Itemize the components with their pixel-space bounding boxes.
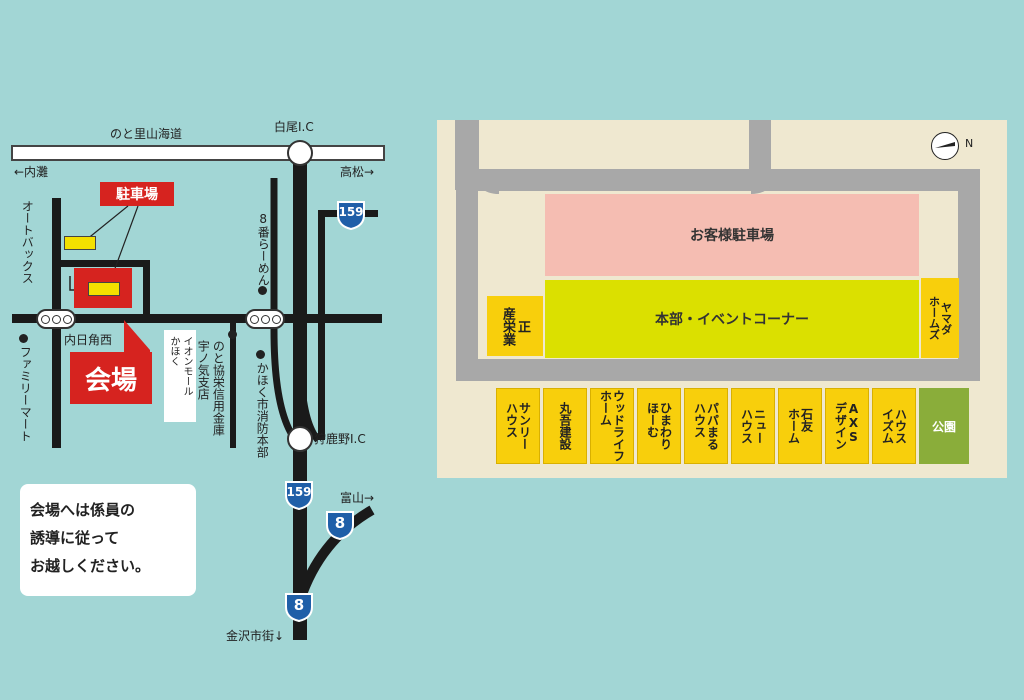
parking-badge: 駐車場 (100, 182, 174, 206)
booth-new-house-col-1: ニュー (752, 408, 767, 444)
toyama-direction-label: 富山→ (340, 491, 375, 505)
booth-sanei-col-2: 産栄業 (500, 306, 515, 346)
route-8-shield-south: 8 (283, 590, 315, 622)
booth-house-ism-col-2: イズム (880, 408, 895, 444)
booth-woodlife-col-2: ホーム (598, 390, 613, 426)
route-159-shield-north: 159 (335, 198, 367, 230)
booth-marugo-col-1: 丸吾建設 (558, 402, 572, 450)
customer-parking-area: お客様駐車場 (545, 194, 919, 276)
booth-axs-col-2: デザイン (833, 402, 848, 450)
booth-woodlife: ウッドライフホーム (590, 388, 634, 464)
booth-sanei-col-1: 正 (515, 319, 530, 333)
park-area: 公園 (919, 388, 969, 464)
compass-needle-icon (935, 142, 955, 148)
aeon-mall-line-2: かほく (168, 336, 179, 366)
east-direction-label: 高松→ (340, 165, 375, 179)
booth-himawari: ひまわりほーむ (637, 388, 681, 464)
compass-north-label: N (965, 137, 974, 150)
interchange-shiroo-label: 白尾I.C (274, 120, 314, 134)
interchange-shiroo-marker (287, 140, 313, 166)
landmark-family-mart: ファミリーマート (18, 346, 33, 442)
booth-sunly-col-2: ハウス (504, 402, 519, 438)
aeon-mall-line-1: イオンモール (181, 336, 192, 396)
landmark-bank-dot (228, 330, 237, 339)
guidance-notice: 会場へは係員の 誘導に従って お越しください。 (20, 484, 196, 596)
booth-yamada-col-1: ヤマダ (939, 301, 953, 335)
west-direction-label: ←内灘 (14, 165, 49, 179)
route-159-shield-south: 159 (283, 478, 315, 510)
venue-paths (455, 120, 980, 381)
booth-sekiyu-col-2: ホーム (786, 408, 801, 444)
interchange-karohano-marker (287, 426, 313, 452)
notice-line-1: 会場へは係員の (30, 501, 136, 519)
booth-house-ism-col-1: ハウス (893, 408, 908, 444)
booth-sunly: サンリーハウス (496, 388, 540, 464)
route-8-shield-east: 8 (324, 508, 356, 540)
notice-line-3: お越しください。 (30, 557, 151, 575)
booth-himawari-col-1: ひまわり (658, 402, 673, 450)
booth-house-ism: ハウスイズム (872, 388, 916, 464)
compass (931, 132, 959, 160)
booth-papamaru-col-1: パパまる (705, 402, 720, 450)
kanazawa-direction-label: 金沢市街↓ (226, 629, 285, 643)
landmark-auto-backs: オートバックス (20, 200, 35, 284)
traffic-signal-west (36, 309, 76, 329)
booth-sanei: 正 産栄業 (487, 296, 543, 356)
interchange-karohano-label: 狩鹿野I.C (314, 432, 366, 446)
booth-sekiyu: 石友ホーム (778, 388, 822, 464)
booth-himawari-col-2: ほーむ (645, 402, 660, 438)
bank-line-1: のと協栄信用金庫 (211, 340, 226, 436)
booth-new-house: ニューハウス (731, 388, 775, 464)
booth-woodlife-col-1: ウッドライフ (611, 390, 626, 462)
expressway-label: のと里山海道 (110, 127, 183, 141)
intersection-label: 内日角西 (64, 333, 113, 347)
landmark-family-mart-dot (19, 334, 28, 343)
landmark-bank: のと協栄信用金庫 宇ノ気支店 (196, 340, 226, 436)
bank-line-2: 宇ノ気支店 (196, 340, 211, 400)
notice-line-2: 誘導に従って (30, 529, 120, 547)
event-corner-area: 本部・イベントコーナー (545, 280, 919, 358)
booth-sekiyu-col-1: 石友 (799, 408, 814, 432)
booth-sunly-col-1: サンリー (517, 402, 532, 450)
venue-label: 会場 (70, 352, 152, 404)
booth-axs-col-1: AXS (846, 402, 861, 444)
landmark-fire-dept: かほく市消防本部 (255, 362, 270, 458)
booth-yamada-col-2: ホームズ (927, 296, 941, 340)
booth-papamaru: パパまるハウス (684, 388, 728, 464)
landmark-ramen: 8番らーめん (256, 212, 271, 286)
access-map: のと里山海道 ←内灘 高松→ 富山→ 金沢市街↓ 白尾I.C 狩鹿野I.C 15… (0, 0, 420, 700)
parking-lot-venue (88, 282, 120, 296)
landmark-ramen-dot (258, 286, 267, 295)
traffic-signal-east (245, 309, 285, 329)
landmark-fire-dept-dot (256, 350, 265, 359)
booth-yamada: ヤマダ ホームズ (921, 278, 959, 358)
booth-papamaru-col-2: ハウス (692, 402, 707, 438)
booth-new-house-col-2: ハウス (739, 408, 754, 444)
landmark-aeon-mall: イオンモール かほく (164, 330, 196, 422)
parking-lot-north (64, 236, 96, 250)
booth-marugo: 丸吾建設 (543, 388, 587, 464)
